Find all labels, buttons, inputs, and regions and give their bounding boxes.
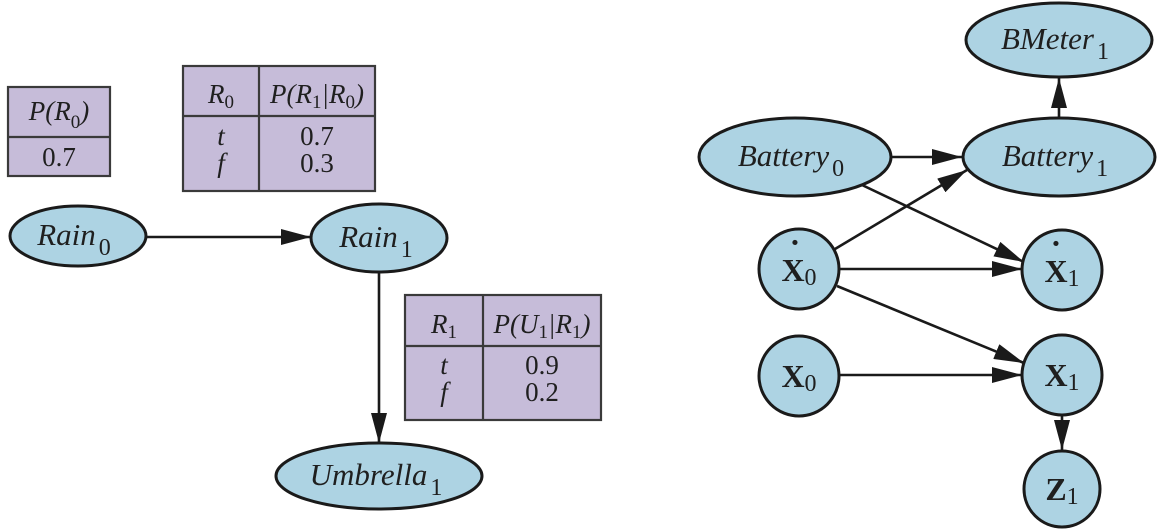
cpt-transition-col1-header: R0 (207, 79, 234, 113)
cpt-transition-value-t: 0.7 (300, 121, 334, 151)
node-xdot0: · X0 (757, 224, 841, 311)
edge-battery0-xdot1 (861, 183, 1025, 264)
cpt-sensor-cond-t: t (440, 350, 449, 380)
node-x0: X0 (757, 334, 841, 418)
svg-text:X1: X1 (1044, 357, 1079, 396)
node-x1: X1 (1020, 333, 1104, 417)
cpt-transition-value-f: 0.3 (300, 148, 334, 178)
cpt-prior-header: P(R0) (28, 96, 89, 133)
cpt-sensor-cond-f: f (440, 377, 451, 407)
cpt-transition-cond-f: f (217, 148, 228, 178)
dot-accent: · (790, 224, 801, 260)
cpt-transition-col2-header: P(R1|R0) (269, 79, 364, 113)
dot-accent: · (1051, 225, 1062, 261)
svg-text:Z1: Z1 (1045, 471, 1078, 510)
cpt-sensor-col1-header: R1 (430, 309, 457, 343)
cpt-sensor-box (403, 293, 603, 422)
cpt-sensor: R1 P(U1|R1) t f 0.9 0.2 (403, 293, 603, 422)
edge-xdot0-x1 (836, 284, 1025, 365)
node-xdot1: · X1 (1020, 225, 1104, 312)
cpt-transition-cond-t: t (217, 121, 226, 151)
cpt-sensor-value-f: 0.2 (525, 377, 559, 407)
svg-text:X1: X1 (1044, 253, 1079, 292)
cpt-transition-box (181, 64, 377, 193)
svg-text:X0: X0 (781, 252, 816, 291)
cpt-prior-box (6, 85, 112, 178)
cpt-sensor-col2-header: P(U1|R1) (493, 309, 591, 343)
cpt-transition: R0 P(R1|R0) t f 0.7 0.3 (181, 64, 377, 193)
cpt-sensor-value-t: 0.9 (525, 350, 559, 380)
cpt-prior-r0: P(R0) 0.7 (6, 85, 112, 178)
edge-xdot0-battery1 (834, 168, 968, 251)
cpt-prior-value: 0.7 (42, 142, 76, 172)
svg-text:X0: X0 (781, 358, 816, 397)
node-z1: Z1 (1022, 449, 1102, 529)
